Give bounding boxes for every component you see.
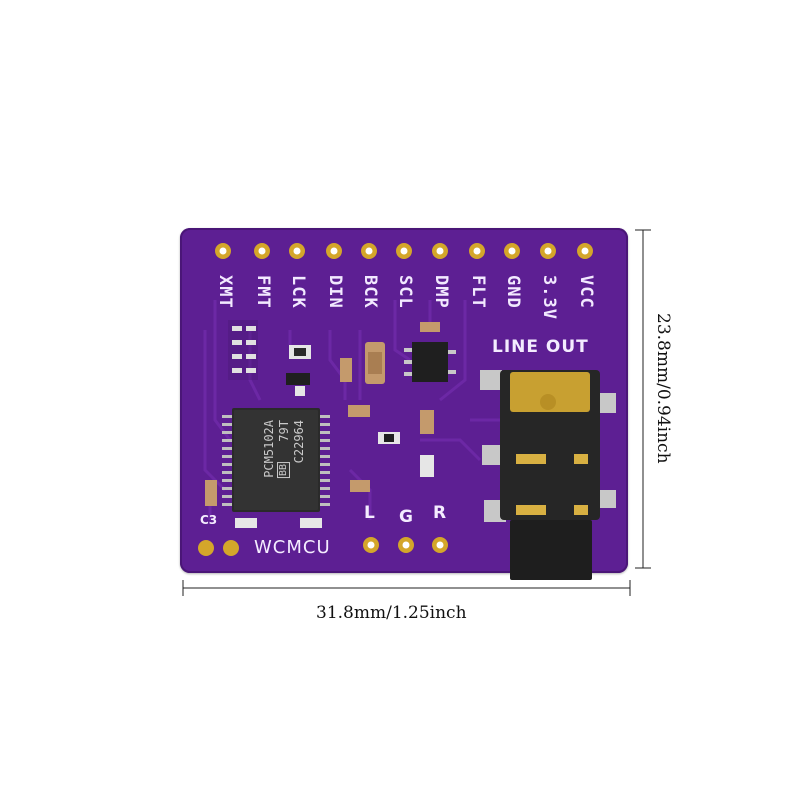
- pin-label-dmp: DMP: [431, 275, 451, 309]
- width-dimension-label: 31.8mm/1.25inch: [316, 603, 467, 623]
- chip-lot-code: C22964: [292, 420, 306, 464]
- output-pads: [363, 537, 448, 553]
- pin-label-scl: SCL: [395, 275, 415, 309]
- height-dimension-label: 23.8mm/0.94inch: [653, 313, 673, 464]
- pin-label-fmt: FMT: [253, 275, 273, 309]
- chip-logo: BB: [277, 462, 290, 479]
- dimension-lines: [182, 229, 651, 596]
- aux-pads: [198, 540, 239, 556]
- brand-label: WCMCU: [254, 537, 331, 558]
- pin-label-xmt: XMT: [215, 275, 235, 309]
- dac-chip: [222, 408, 330, 512]
- chip-part-number: PCM5102A: [262, 420, 276, 478]
- pin-label-gnd: GND: [503, 275, 523, 309]
- pin-label-flt: FLT: [468, 275, 488, 309]
- audio-jack: [480, 370, 616, 580]
- chip-date-code: 79T: [277, 420, 291, 442]
- output-label-r: R: [433, 503, 447, 523]
- output-label-g: G: [399, 507, 413, 527]
- pin-label-din: DIN: [325, 275, 345, 309]
- pin-label-bck: BCK: [360, 275, 380, 309]
- output-label-l: L: [364, 503, 375, 523]
- pin-label-lck: LCK: [288, 275, 308, 309]
- cap-c3-label: C3: [200, 513, 218, 527]
- line-out-label: LINE OUT: [492, 337, 589, 357]
- smd-components: [205, 320, 456, 528]
- header-pads: [215, 243, 593, 259]
- pin-label-3v3: 3.3V: [539, 275, 559, 320]
- pin-label-vcc: VCC: [576, 275, 596, 309]
